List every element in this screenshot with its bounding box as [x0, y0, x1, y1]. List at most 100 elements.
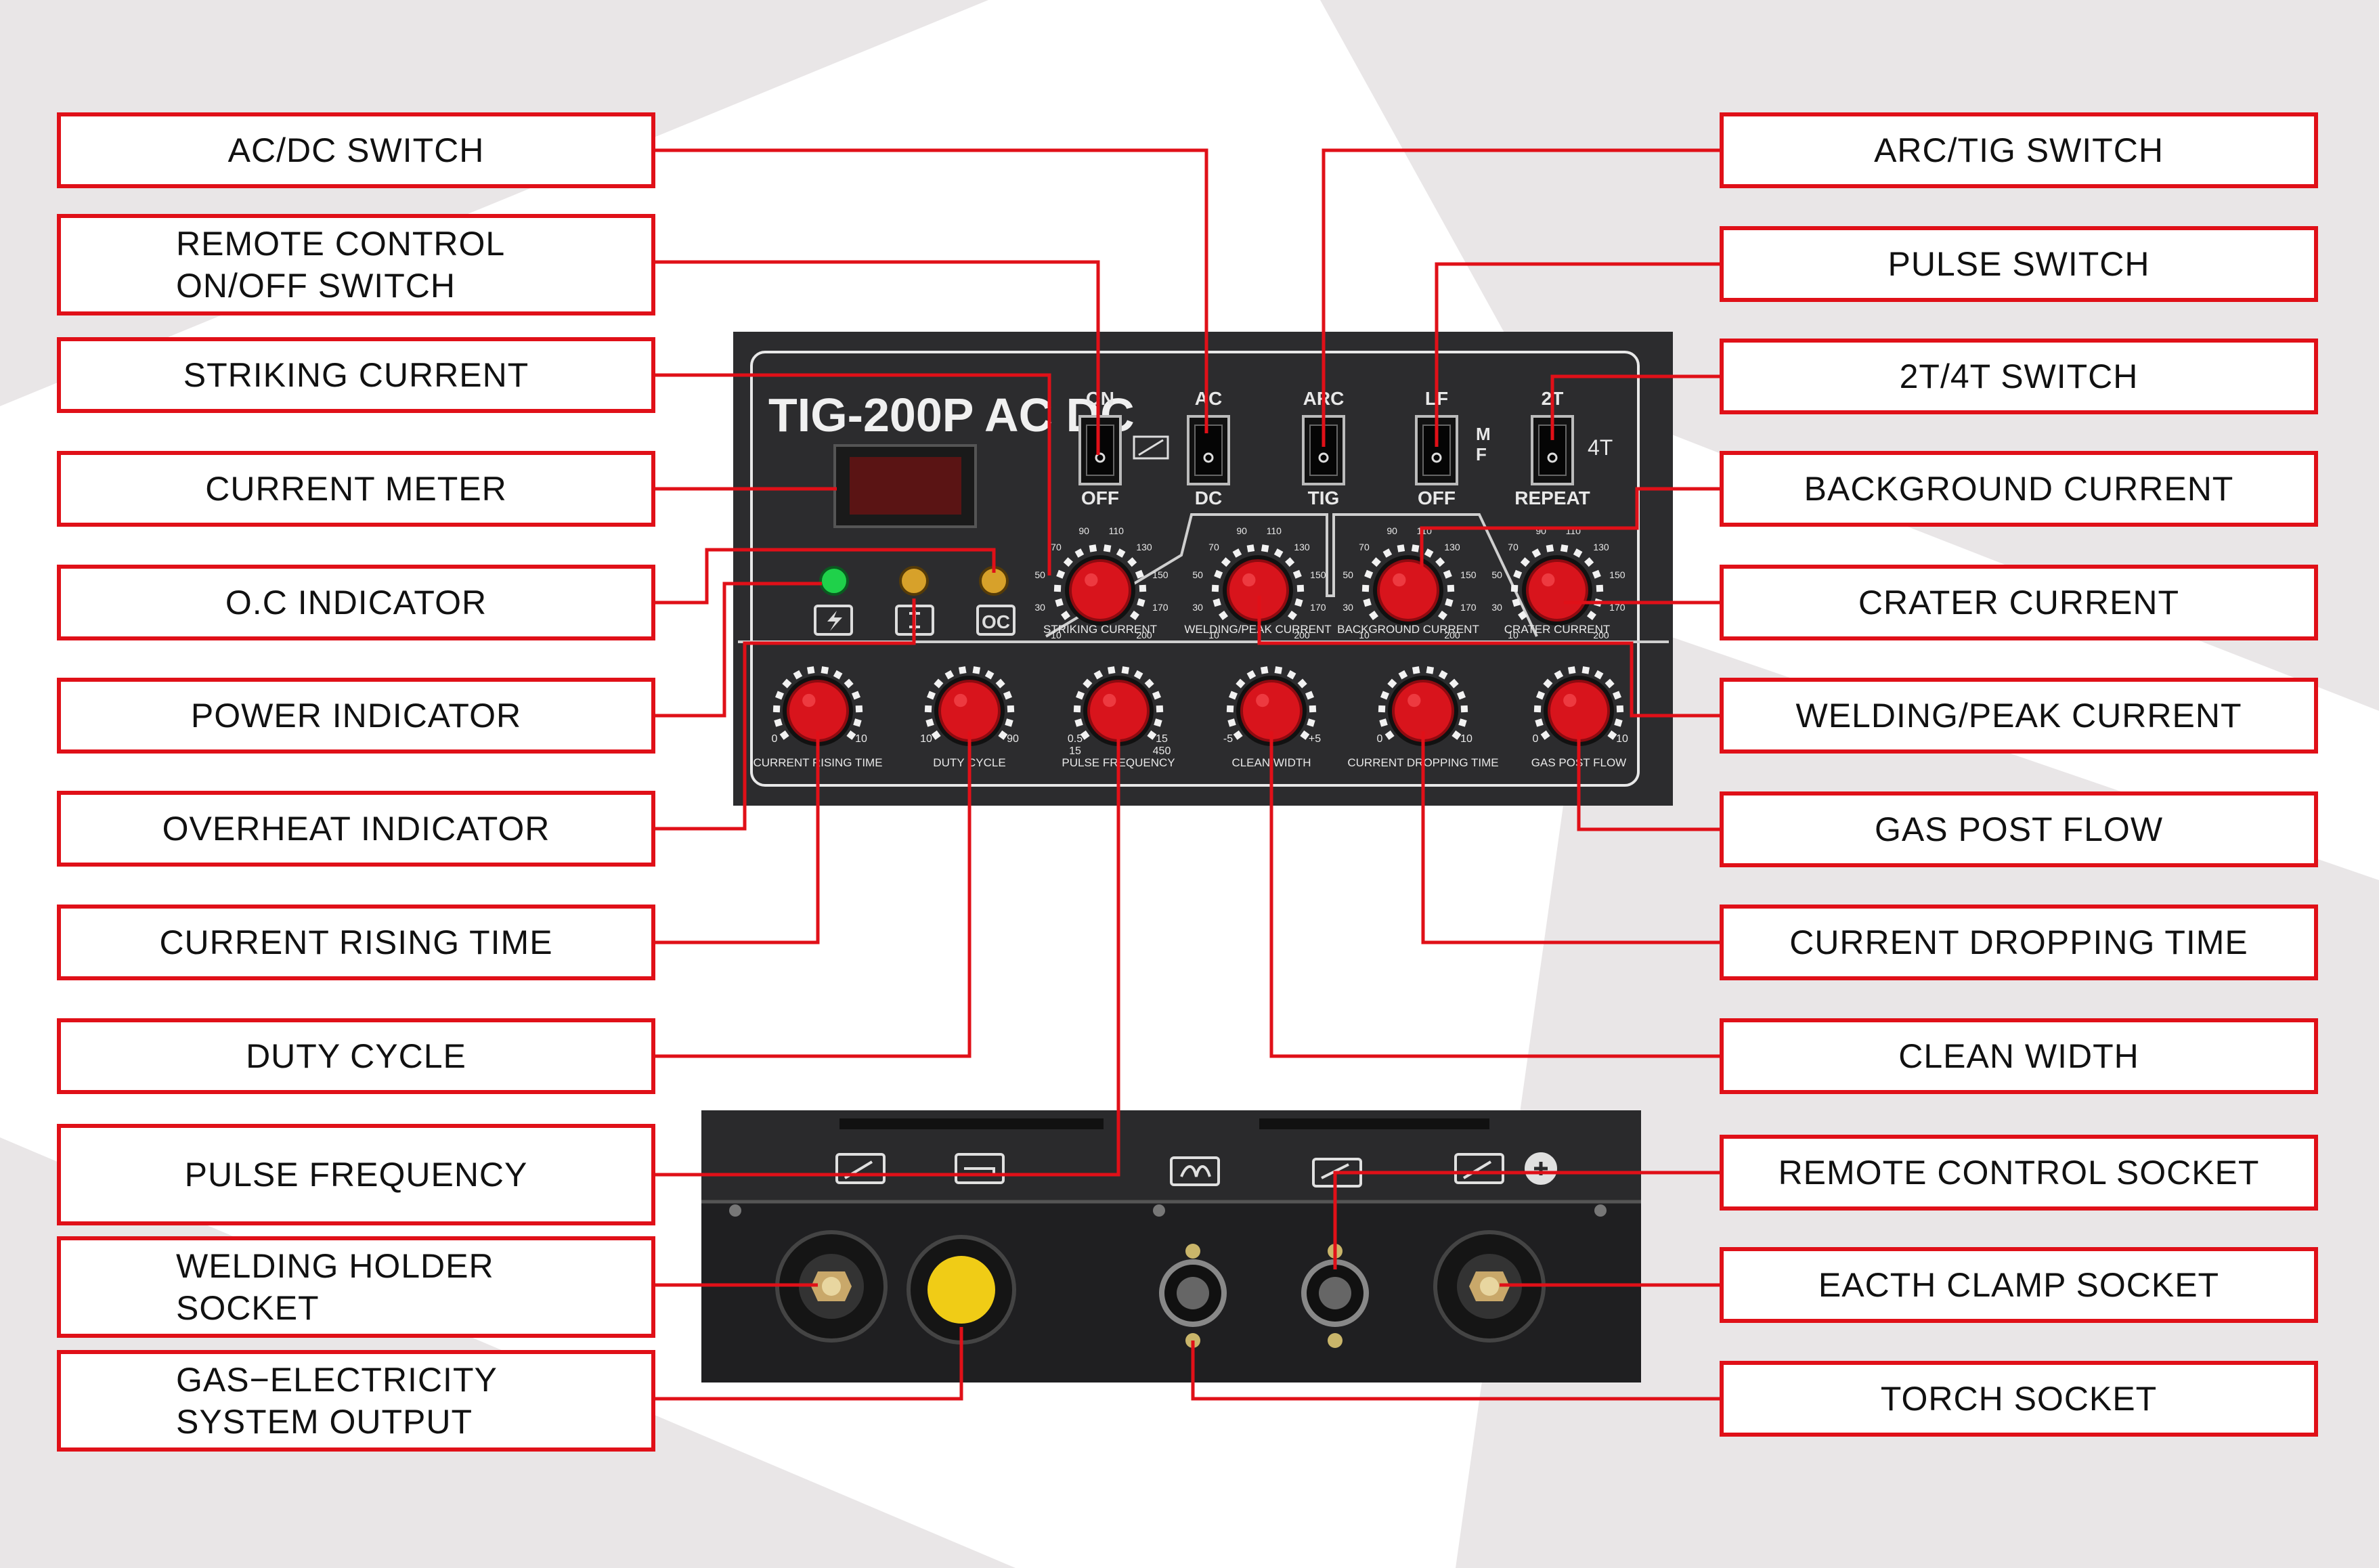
knob-tick-label: 70 [1359, 542, 1370, 552]
switch-top-label: AC [1195, 388, 1222, 409]
knob-label: BACKGROUND CURRENT [1337, 623, 1479, 636]
toggle-switch[interactable]: AC DC [1187, 388, 1230, 508]
knob-tick-label: 30 [1034, 602, 1045, 613]
knob-tick-label: 200 [1444, 630, 1460, 640]
switch-side-label: M [1476, 424, 1491, 444]
knob-tick-label: 50 [1343, 569, 1353, 580]
switch-bottom-label: TIG [1308, 487, 1340, 508]
knob-tick-label: 90 [1078, 525, 1089, 536]
socket-panel [701, 1110, 1641, 1382]
power-indicator-symbol [814, 605, 853, 636]
knob-tick-label: 170 [1152, 602, 1169, 613]
callout-current-rising-time: CURRENT RISING TIME [57, 905, 655, 980]
knob-tick-label: 130 [1444, 542, 1460, 552]
callout-gas-post-flow: GAS POST FLOW [1720, 791, 2318, 867]
callout-current-meter: CURRENT METER [57, 451, 655, 527]
knob-tick-label: 150 [1152, 569, 1169, 580]
callout-torch-socket: TORCH SOCKET [1720, 1361, 2318, 1437]
callout-current-dropping-time: CURRENT DROPPING TIME [1720, 905, 2318, 980]
knob-tick-label: 70 [1208, 542, 1219, 552]
knob-tick-label: 90 [1236, 525, 1247, 536]
knob-tick-label: 130 [1294, 542, 1310, 552]
knob-tick-label: 200 [1136, 630, 1152, 640]
callout-overheat-indicator: OVERHEAT INDICATOR [57, 791, 655, 867]
switch-top-label: ON [1086, 388, 1114, 409]
callout-oc-indicator: O.C INDICATOR [57, 565, 655, 640]
front-panel: TIG-200P AC DC OC ONOFFACDCARCTIGLFOFFMF… [733, 332, 1673, 806]
knob-min-label: 15 [1069, 745, 1081, 757]
knob-tick-label: 110 [1267, 525, 1282, 536]
knob-tick-label: 30 [1491, 602, 1502, 613]
callout-welding-peak-current: WELDING/PEAK CURRENT [1720, 678, 2318, 754]
knob-label: STRIKING CURRENT [1043, 623, 1157, 636]
knob-tick-label: 50 [1491, 569, 1502, 580]
knob-tick-label: 170 [1609, 602, 1625, 613]
callout-striking-current: STRIKING CURRENT [57, 337, 655, 413]
callout-earth-clamp-socket: EACTH CLAMP SOCKET [1720, 1247, 2318, 1323]
knob-tick-label: 10 [1359, 630, 1370, 640]
knob-tick-label: 10 [1051, 630, 1062, 640]
callout-crater-current: CRATER CURRENT [1720, 565, 2318, 640]
knob-tick-label: 170 [1460, 602, 1477, 613]
knob-tick-label: 110 [1109, 525, 1125, 536]
knob-min-label: -5 [1223, 733, 1233, 745]
switch-side-label: F [1476, 444, 1487, 464]
switch-bottom-label: REPEAT [1514, 487, 1590, 508]
knob-min-label: 0.5 [1068, 733, 1083, 745]
knob-tick-label: 10 [1508, 630, 1519, 640]
svg-text:OC: OC [982, 611, 1010, 632]
callout-pulse-frequency: PULSE FREQUENCY [57, 1124, 655, 1225]
callout-duty-cycle: DUTY CYCLE [57, 1018, 655, 1094]
knob-min-label: 0 [772, 733, 778, 745]
knob-tick-label: 130 [1593, 542, 1609, 552]
knob-tick-label: 70 [1508, 542, 1519, 552]
knob-tick-label: 200 [1593, 630, 1609, 640]
knob-tick-label: 150 [1310, 569, 1326, 580]
oc-indicator-symbol [976, 605, 1016, 636]
callout-pulse-switch: PULSE SWITCH [1720, 226, 2318, 302]
switch-bottom-label: DC [1195, 487, 1222, 508]
current-meter [833, 444, 977, 528]
switch-side-label: 4T [1588, 435, 1613, 460]
callout-arc-tig-switch: ARC/TIG SWITCH [1720, 112, 2318, 188]
knob-max-label: 10 [1460, 733, 1472, 745]
knob-tick-label: 10 [1208, 630, 1219, 640]
callout-background-current: BACKGROUND CURRENT [1720, 451, 2318, 527]
knob-max-label: 15 [1156, 733, 1168, 745]
knob-tick-label: 150 [1609, 569, 1625, 580]
model-label: TIG-200P AC DC [768, 389, 1135, 441]
knob-tick-label: 130 [1136, 542, 1152, 552]
knob-tick-label: 90 [1387, 525, 1397, 536]
knob-tick-label: 30 [1192, 602, 1203, 613]
callout-ac-dc-switch: AC/DC SWITCH [57, 112, 655, 188]
switch-bottom-label: OFF [1418, 487, 1456, 508]
knob-tick-label: 50 [1034, 569, 1045, 580]
power-indicator-light [819, 566, 849, 596]
remote-control-socket[interactable] [1301, 1244, 1369, 1348]
knob-tick-label: 70 [1051, 542, 1062, 552]
earth-clamp-socket[interactable] [1433, 1230, 1546, 1343]
overheat-indicator-light [899, 566, 929, 596]
knob-tick-label: 200 [1294, 630, 1310, 640]
knob-max-label: 450 [1153, 745, 1171, 757]
knob-tick-label: 150 [1460, 569, 1477, 580]
callout-2t-4t-switch: 2T/4T SWITCH [1720, 339, 2318, 414]
gas-electricity-output[interactable] [907, 1235, 1016, 1345]
remote-symbol-icon [1133, 435, 1169, 460]
torch-socket[interactable] [1159, 1244, 1227, 1348]
knob-max-label: +5 [1309, 733, 1321, 745]
welding-holder-socket[interactable] [775, 1230, 888, 1343]
